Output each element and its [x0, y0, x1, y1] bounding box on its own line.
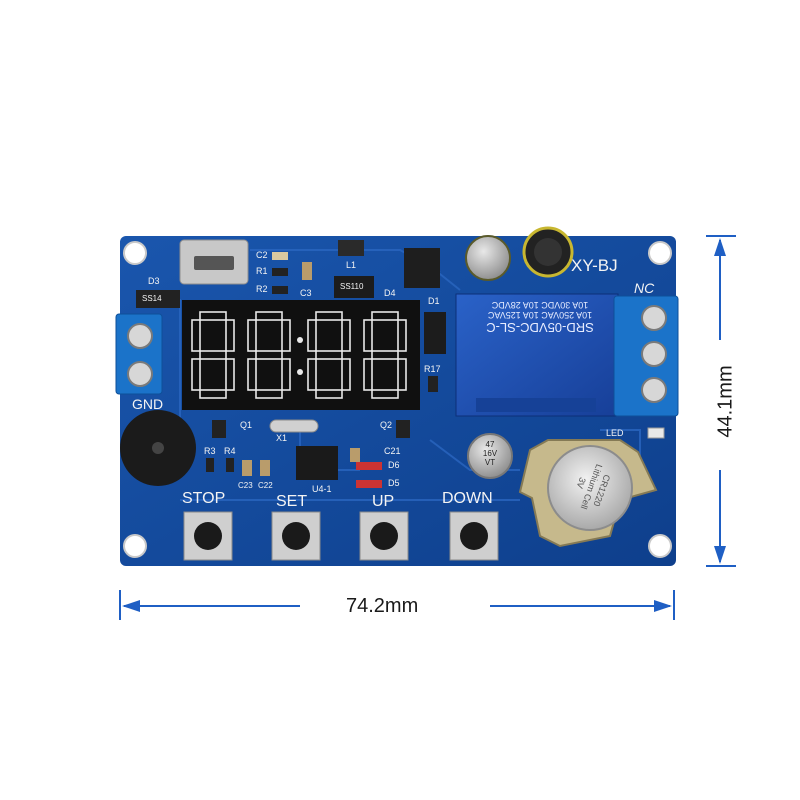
mounting-holes: [123, 241, 672, 558]
cap-voltage: 16V: [482, 449, 498, 458]
ref-d3: D3: [148, 276, 160, 286]
ref-r2: R2: [256, 284, 268, 294]
digit-1-segment-7: [225, 358, 235, 391]
battery-holder: [518, 439, 658, 548]
ref-r4: R4: [224, 446, 236, 456]
digit-2-segment-7: [281, 358, 291, 391]
digit-2-segment-1: [255, 311, 283, 321]
ref-c2: C2: [256, 250, 268, 260]
digit-3-segment-5: [341, 319, 351, 352]
ref-q1: Q1: [240, 420, 253, 430]
button-label-set: SET: [276, 493, 308, 510]
display-colon-dot: [297, 337, 303, 343]
digit-3-segment-6: [307, 358, 317, 391]
relay-model-text: SRD-05VDC-SL-C: [486, 320, 594, 335]
relay: [455, 293, 619, 417]
digit-4-segment-2: [371, 350, 399, 360]
digit-2-segment-3: [255, 389, 283, 399]
display-colon-dot: [297, 369, 303, 375]
ref-d4: D4: [384, 288, 396, 298]
digit-1-segment-3: [199, 389, 227, 399]
relay-rating-1: 10A 250VAC 10A 125VAC: [487, 310, 593, 320]
ref-q2: Q2: [380, 420, 393, 430]
digit-1-segment-6: [191, 358, 201, 391]
digit-3-segment-1: [315, 311, 343, 321]
ref-r17: R17: [424, 364, 441, 374]
ref-x1: X1: [276, 433, 288, 443]
digit-4-segment-1: [371, 311, 399, 321]
ref-l1: L1: [346, 260, 357, 270]
ref-c22: C22: [258, 481, 273, 490]
button-label-down: DOWN: [442, 490, 493, 507]
button-label-stop: STOP: [182, 490, 226, 507]
digit-1-segment-4: [191, 319, 201, 352]
height-dimension-label: 44.1mm: [714, 365, 737, 438]
ref-r3: R3: [204, 446, 216, 456]
ref-ss110: SS110: [340, 282, 364, 291]
ref-ss14: SS14: [142, 294, 162, 303]
capacitor-text: 47 16V VT: [478, 440, 502, 467]
digit-3-segment-7: [341, 358, 351, 391]
cap-value: 47: [485, 440, 495, 449]
terminal-blocks: [115, 295, 679, 417]
digit-4-segment-3: [371, 389, 399, 399]
digit-3-segment-3: [315, 389, 343, 399]
digit-4-segment-7: [397, 358, 407, 391]
relay-text: SRD-05VDC-SL-C 10A 250VAC 10A 125VAC 10A…: [470, 300, 610, 385]
ref-r1: R1: [256, 266, 268, 276]
electrolytic-capacitors: [465, 226, 574, 479]
smd-components: [136, 240, 665, 488]
ref-d5: D5: [388, 478, 400, 488]
dimension-lines: [119, 235, 736, 620]
digit-3-segment-4: [307, 319, 317, 352]
digit-2-segment-5: [281, 319, 291, 352]
ref-u4: U4-1: [312, 484, 332, 494]
ref-d1: D1: [428, 296, 440, 306]
digit-2-segment-2: [255, 350, 283, 360]
ref-c3: C3: [300, 288, 312, 298]
relay-rating-2: 10A 30VDC 10A 28VDC: [491, 300, 589, 310]
micro-usb-port: [179, 239, 249, 285]
button-label-up: UP: [372, 493, 395, 510]
digit-2-segment-4: [247, 319, 257, 352]
digit-4-segment-5: [397, 319, 407, 352]
gnd-label: GND: [132, 396, 164, 412]
ref-d6: D6: [388, 460, 400, 470]
nc-label: NC: [634, 280, 655, 296]
seven-segment-display: [182, 300, 420, 410]
tactile-buttons: [183, 511, 499, 561]
digit-1-segment-1: [199, 311, 227, 321]
digit-2-segment-6: [247, 358, 257, 391]
ref-c21: C21: [384, 446, 401, 456]
digit-3-segment-2: [315, 350, 343, 360]
digit-4-segment-4: [363, 319, 373, 352]
width-dimension-label: 74.2mm: [346, 595, 419, 617]
led-label: LED: [606, 428, 624, 438]
ref-c23: C23: [238, 481, 253, 490]
buzzer: [120, 410, 196, 486]
digit-4-segment-6: [363, 358, 373, 391]
model-label: XY-BJ: [571, 256, 618, 275]
digit-1-segment-5: [225, 319, 235, 352]
cap-series: VT: [484, 458, 496, 467]
digit-1-segment-2: [199, 350, 227, 360]
